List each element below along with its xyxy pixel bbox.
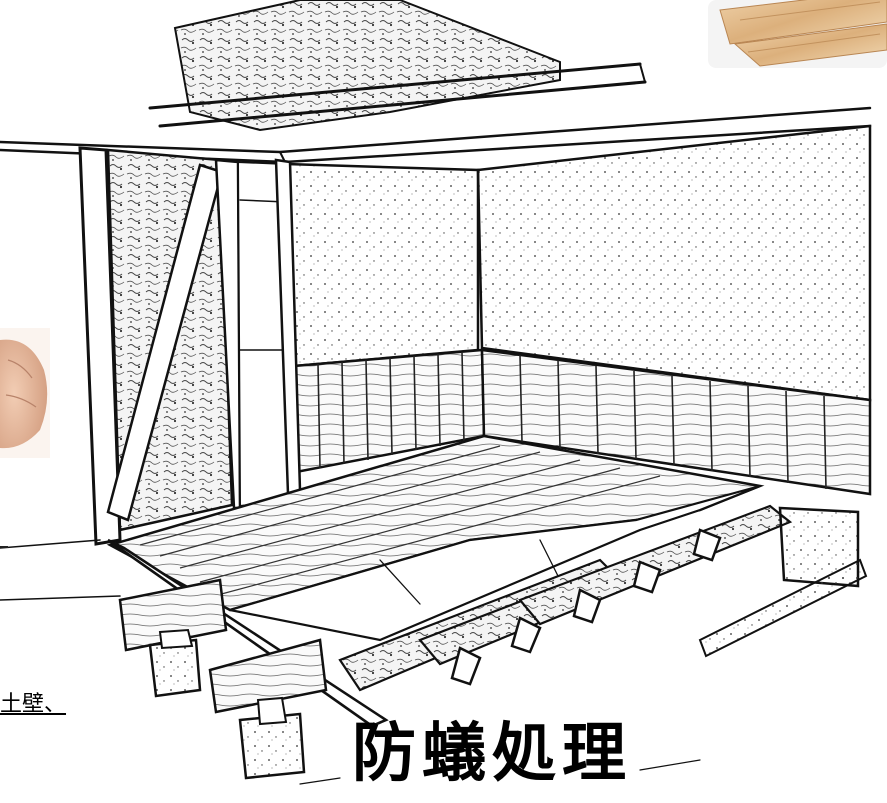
left-caption-fragment-top: [0, 520, 8, 548]
left-caption: 土壁、: [0, 692, 67, 717]
title-caption: 防蟻処理: [352, 717, 632, 791]
wood-planks-photo: [708, 0, 887, 68]
hand-photo: [0, 328, 50, 458]
